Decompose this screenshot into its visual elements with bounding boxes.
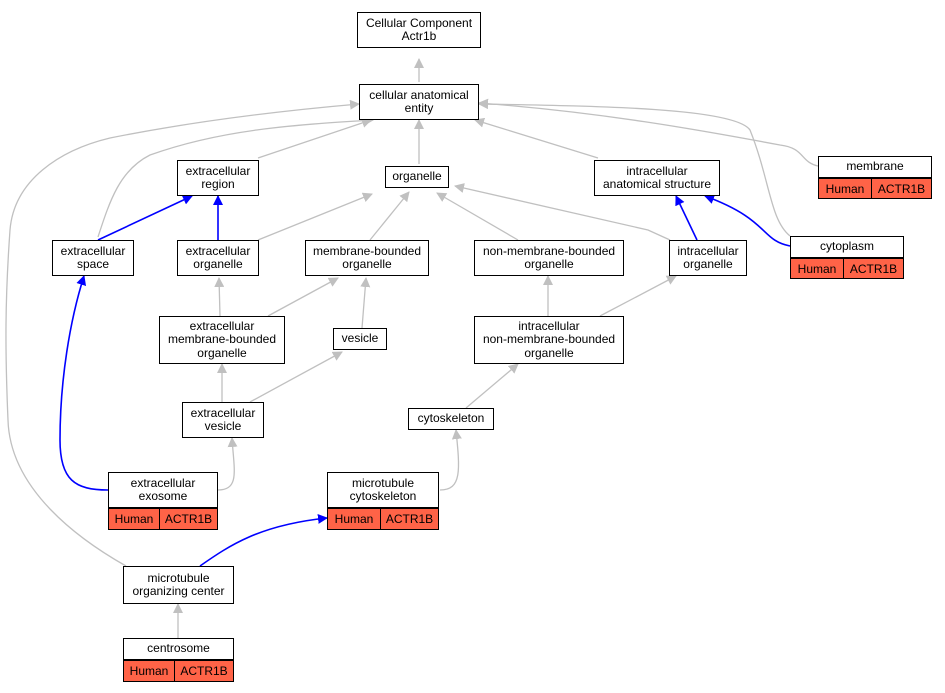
- node-extracellular-space[interactable]: extracellular space: [52, 240, 134, 276]
- node-extracellular-exosome[interactable]: extracellular exosome: [108, 472, 218, 508]
- edge-nmbo-to-organelle: [436, 192, 519, 241]
- node-organelle[interactable]: organelle: [385, 166, 449, 188]
- annotation-centrosome[interactable]: Human ACTR1B: [123, 660, 234, 682]
- edge-mtoc-to-mtcyto: [199, 513, 328, 567]
- edge-exosome-to-ecspace: [59, 275, 109, 491]
- node-intracellular-non-membrane-bounded-organelle[interactable]: intracellular non-membrane-bounded organ…: [474, 316, 624, 364]
- edge-ias-to-cae: [474, 117, 599, 159]
- edge-icnmbo-to-icorg: [599, 275, 677, 317]
- node-extracellular-membrane-bounded-organelle[interactable]: extracellular membrane-bounded organelle: [159, 316, 285, 364]
- edge-mtoc-to-cae: [5, 99, 360, 567]
- edge-ecorg-to-organelle: [257, 192, 373, 241]
- edge-cytoplasm-to-cae: [478, 99, 791, 237]
- node-centrosome[interactable]: centrosome: [123, 638, 234, 660]
- annotation-microtubule-cytoskeleton[interactable]: Human ACTR1B: [327, 508, 439, 530]
- gene-label: ACTR1B: [877, 181, 926, 196]
- edge-mtcyto-to-cytosk: [439, 429, 462, 491]
- species-label: Human: [124, 661, 175, 681]
- node-vesicle[interactable]: vesicle: [333, 328, 387, 350]
- edge-membrane-to-cae: [478, 98, 819, 167]
- node-membrane[interactable]: membrane: [818, 156, 932, 178]
- node-microtubule-organizing-center[interactable]: microtubule organizing center: [123, 566, 234, 604]
- gene-label: ACTR1B: [385, 512, 434, 526]
- gene-label: ACTR1B: [180, 664, 228, 678]
- edge-ecreg-to-cae: [257, 118, 372, 159]
- gene-label: ACTR1B: [849, 261, 898, 276]
- edge-ecmbo-to-ecorg: [214, 277, 225, 317]
- edge-exosome-to-ecves: [217, 437, 238, 491]
- node-intracellular-organelle[interactable]: intracellular organelle: [669, 240, 747, 276]
- species-label: Human: [328, 509, 381, 529]
- species-label: Human: [791, 259, 844, 278]
- edge-ecves-to-vesicle: [249, 351, 343, 403]
- node-extracellular-organelle[interactable]: extracellular organelle: [177, 240, 259, 276]
- node-intracellular-anatomical-structure[interactable]: intracellular anatomical structure: [594, 160, 720, 196]
- node-microtubule-cytoskeleton[interactable]: microtubule cytoskeleton: [327, 472, 439, 508]
- node-non-membrane-bounded-organelle[interactable]: non-membrane-bounded organelle: [474, 240, 624, 276]
- node-cellular-component-actr1b[interactable]: Cellular Component Actr1b: [357, 12, 481, 48]
- species-label: Human: [109, 509, 160, 529]
- edge-cytoplasm-to-ias: [704, 194, 791, 247]
- annotation-membrane[interactable]: Human ACTR1B: [818, 178, 932, 199]
- node-cellular-anatomical-entity[interactable]: cellular anatomical entity: [359, 84, 479, 120]
- edge-icorg-to-ias: [675, 195, 698, 241]
- annotation-exosome[interactable]: Human ACTR1B: [108, 508, 218, 530]
- node-membrane-bounded-organelle[interactable]: membrane-bounded organelle: [305, 240, 429, 276]
- annotation-cytoplasm[interactable]: Human ACTR1B: [790, 258, 904, 279]
- node-extracellular-region[interactable]: extracellular region: [177, 160, 259, 196]
- edge-cytosk-to-icnmbo: [465, 363, 519, 409]
- edge-mbo-to-organelle: [369, 191, 410, 241]
- edge-ecspace-to-ecreg: [97, 195, 193, 241]
- edge-icorg-to-organelle: [454, 183, 671, 241]
- node-cytoskeleton[interactable]: cytoskeleton: [408, 408, 494, 430]
- edge-vesicle-to-mbo: [360, 277, 371, 329]
- gene-label: ACTR1B: [164, 512, 213, 526]
- node-cytoplasm[interactable]: cytoplasm: [790, 236, 904, 258]
- species-label: Human: [819, 179, 872, 198]
- edge-ecmbo-to-mbo: [267, 277, 339, 317]
- node-extracellular-vesicle[interactable]: extracellular vesicle: [182, 402, 264, 438]
- edge-ecspace-to-cae: [97, 115, 374, 238]
